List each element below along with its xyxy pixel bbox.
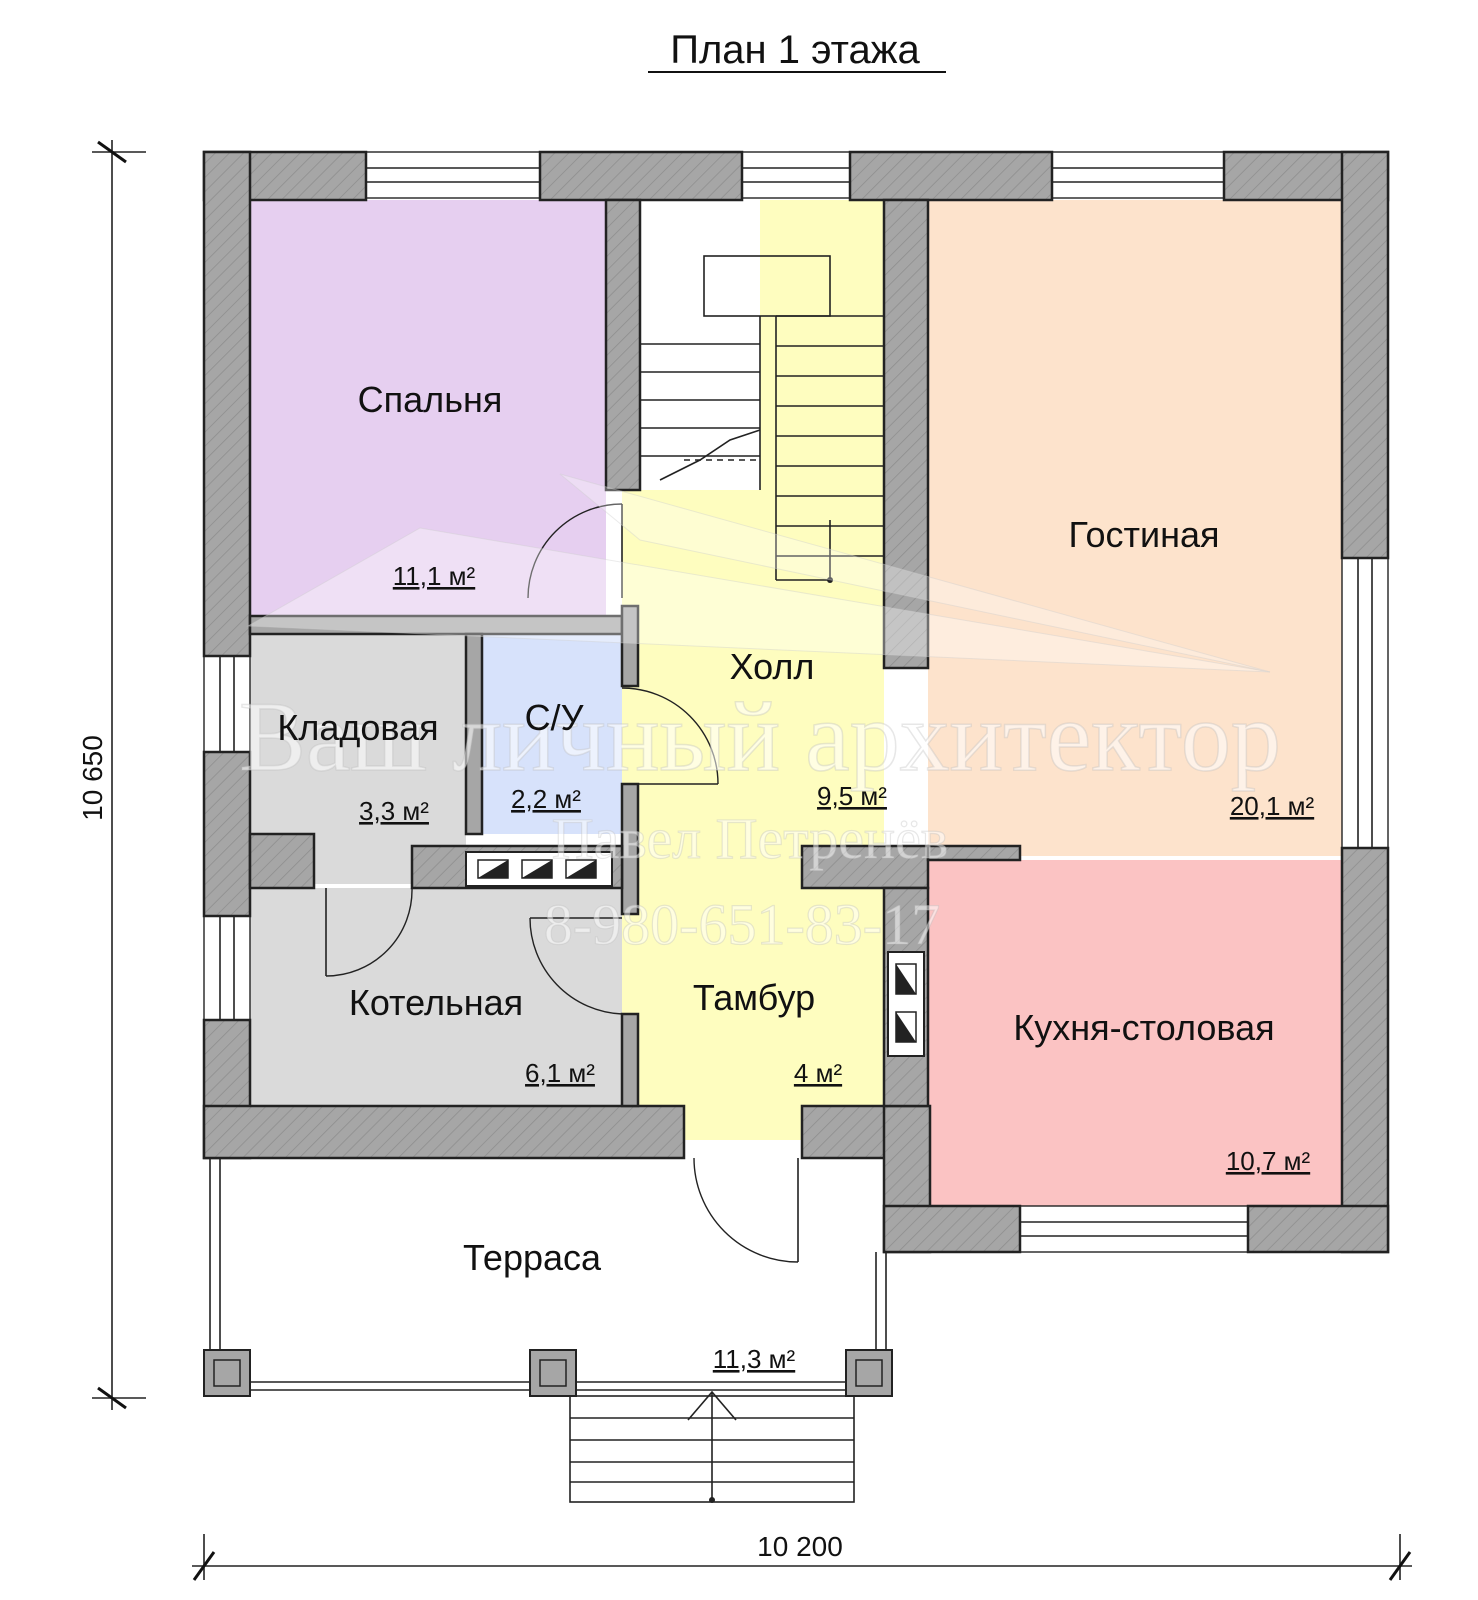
wc-fill	[482, 634, 622, 834]
window-top-2	[741, 151, 851, 199]
room-name-hall: Холл	[730, 646, 815, 687]
room-area-terrace: 11,3 м²	[713, 1344, 796, 1374]
room-labels: Спальня 11,1 м² Гостиная 20,1 м² Холл 9,…	[277, 379, 1314, 1374]
window-left-1	[203, 655, 251, 753]
dimensions	[92, 140, 1412, 1581]
watermark-line3: 8-980-651-83-17	[544, 892, 940, 957]
window-top-1	[365, 151, 541, 199]
room-area-boiler: 6,1 м²	[525, 1058, 595, 1088]
room-name-kitchen: Кухня-столовая	[1013, 1007, 1274, 1048]
vent-blocks	[465, 851, 925, 1057]
width-dimension-label: 10 200	[757, 1531, 843, 1562]
room-area-bedroom: 11,1 м²	[393, 561, 476, 591]
inner-walls	[248, 198, 1022, 1108]
room-area-living: 20,1 м²	[1230, 791, 1315, 821]
boiler-fill	[250, 888, 622, 1106]
window-right	[1341, 557, 1389, 849]
windows	[203, 151, 1389, 1253]
outer-walls	[202, 150, 1390, 1254]
watermark-line2: Павел Петренёв	[552, 806, 948, 871]
room-name-terrace: Терраса	[463, 1237, 602, 1278]
terrace	[203, 1158, 893, 1503]
room-area-vestibule: 4 м²	[794, 1058, 843, 1088]
living-fill	[928, 200, 1342, 856]
stair-white	[640, 200, 760, 490]
room-name-wc: С/У	[525, 697, 585, 738]
room-area-wc: 2,2 м²	[511, 784, 581, 814]
window-bottom	[1019, 1205, 1249, 1253]
room-area-storage: 3,3 м²	[359, 796, 429, 826]
watermark: Ваш личный архитектор Павел Петренёв 8-9…	[238, 473, 1282, 958]
room-name-boiler: Котельная	[349, 982, 523, 1023]
kitchen-fill	[928, 860, 1342, 1206]
height-dimension-label: 10 650	[77, 735, 108, 821]
plan-title: План 1 этажа	[670, 28, 920, 72]
staircase	[640, 255, 884, 583]
bedroom-fill	[250, 200, 606, 616]
room-area-kitchen: 10,7 м²	[1226, 1146, 1311, 1176]
watermark-line1: Ваш личный архитектор	[239, 681, 1281, 792]
doors	[325, 503, 799, 1263]
room-name-vestibule: Тамбур	[693, 977, 815, 1018]
room-area-hall: 9,5 м²	[817, 781, 887, 811]
window-top-3	[1051, 151, 1225, 199]
room-name-bedroom: Спальня	[358, 379, 503, 420]
window-left-2	[203, 915, 251, 1021]
room-name-storage: Кладовая	[277, 707, 438, 748]
room-name-living: Гостиная	[1068, 514, 1219, 555]
